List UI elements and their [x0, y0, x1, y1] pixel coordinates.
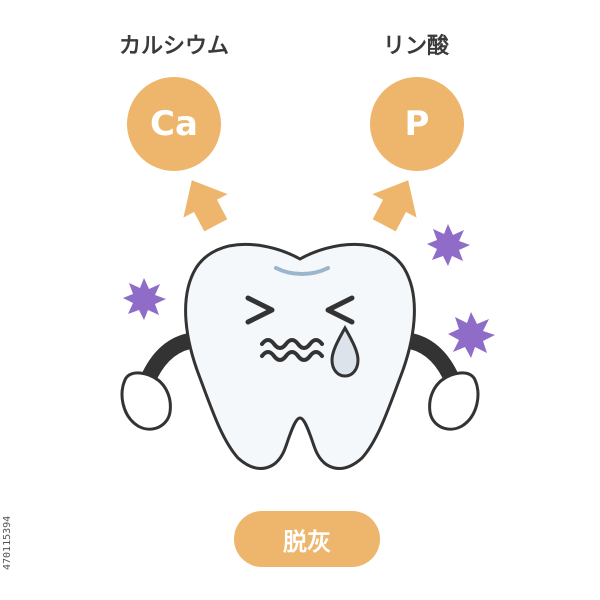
- calcium-circle: Ca: [127, 77, 221, 171]
- left-eye: [245, 295, 275, 325]
- right-eye: [325, 295, 355, 325]
- arrow-up-icon: [372, 180, 417, 232]
- calcium-label: カルシウム: [118, 34, 229, 59]
- phosphate-symbol: P: [404, 104, 430, 144]
- germ-icon: [448, 312, 495, 358]
- side-id-text: 470115394: [2, 515, 13, 570]
- process-label: 脱灰: [283, 527, 331, 556]
- phosphate-label: リン酸: [382, 34, 449, 59]
- calcium-symbol: Ca: [150, 104, 198, 144]
- left-hand: [120, 371, 172, 431]
- germ-icon: [427, 224, 470, 266]
- tear-icon: [330, 324, 360, 378]
- arrow-up-icon: [183, 180, 228, 232]
- decalcification-badge: 脱灰: [234, 511, 380, 567]
- phosphate-circle: P: [370, 77, 464, 171]
- germ-icon: [123, 278, 166, 320]
- mouth: [260, 338, 324, 362]
- right-hand: [428, 371, 480, 431]
